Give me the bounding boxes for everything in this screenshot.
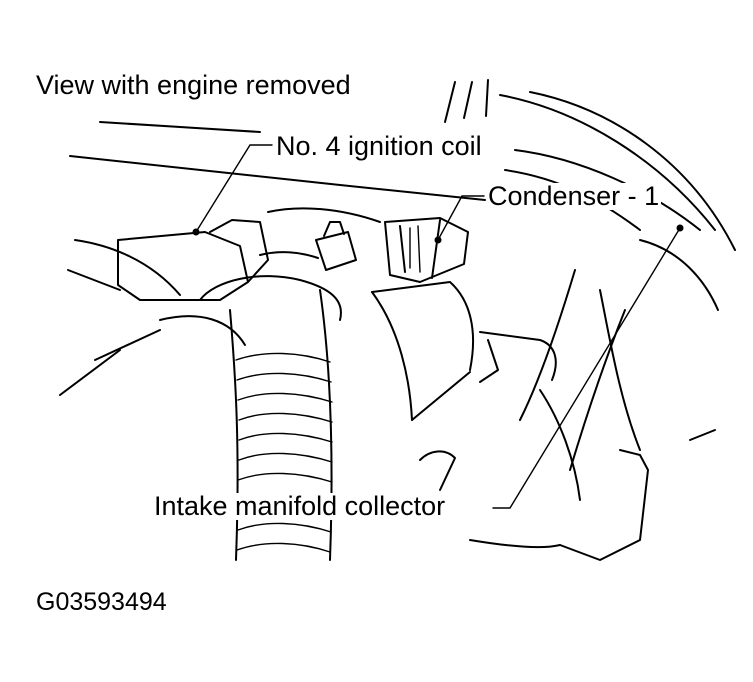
intake-leader-dot	[676, 224, 684, 232]
corrugated-hose	[159, 275, 342, 561]
coil-leader-dot	[192, 228, 200, 236]
view-caption: View with engine removed	[36, 70, 351, 100]
engine-bay-outline	[69, 79, 736, 311]
intake-leader-line	[492, 227, 681, 509]
ignition-coil-label: No. 4 ignition coil	[274, 131, 484, 161]
condenser-body	[384, 217, 469, 283]
condenser-leader-dot	[434, 236, 442, 244]
condenser-label: Condenser - 1	[486, 181, 662, 211]
condenser-leader-line	[437, 195, 485, 241]
coil-leader-line	[195, 144, 273, 233]
leader-lines	[192, 144, 684, 509]
intake-collector-label: Intake manifold collector	[152, 491, 448, 521]
figure-code: G03593494	[36, 588, 167, 616]
intake-collector-body	[59, 269, 716, 561]
ignition-coil-body	[67, 207, 381, 301]
